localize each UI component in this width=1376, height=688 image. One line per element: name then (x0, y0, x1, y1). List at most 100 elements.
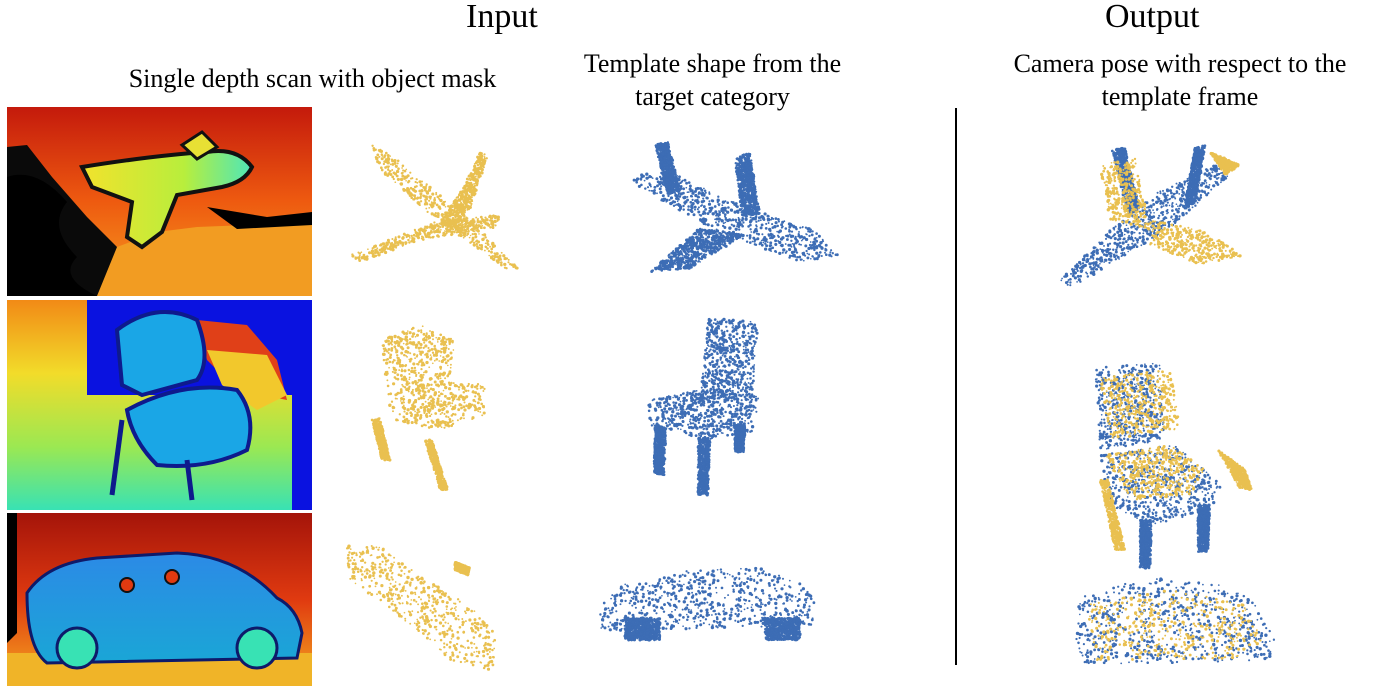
point (402, 169, 405, 172)
point (752, 236, 756, 240)
point (456, 630, 460, 634)
point (414, 357, 416, 360)
point (744, 217, 748, 221)
point (784, 243, 787, 245)
point (437, 394, 441, 398)
point (483, 226, 486, 230)
point (816, 256, 818, 259)
point (724, 200, 727, 203)
point (431, 586, 434, 588)
point (439, 355, 442, 357)
point (828, 253, 832, 257)
point (440, 228, 442, 231)
point (425, 202, 429, 206)
point (484, 242, 487, 245)
point (442, 407, 446, 410)
point (507, 261, 510, 264)
point (646, 186, 650, 189)
point (413, 240, 416, 244)
point (724, 221, 727, 224)
point (422, 337, 426, 342)
point (439, 466, 442, 469)
point (410, 240, 413, 243)
point (360, 257, 363, 260)
point (432, 454, 435, 457)
point (471, 663, 475, 667)
point (351, 567, 355, 571)
point (438, 410, 441, 413)
point (391, 162, 395, 166)
point (388, 355, 392, 360)
point (480, 248, 483, 251)
point (433, 344, 437, 348)
point (382, 434, 385, 436)
point (386, 247, 390, 250)
point (445, 632, 449, 636)
point (460, 404, 463, 407)
point (374, 430, 377, 433)
point (420, 363, 424, 367)
point (410, 577, 414, 582)
point (475, 646, 478, 650)
point (412, 198, 415, 201)
point (351, 253, 354, 256)
point (770, 236, 774, 240)
point (376, 251, 380, 255)
point (389, 155, 391, 157)
point (796, 255, 799, 259)
point (830, 249, 833, 252)
point (464, 195, 467, 199)
point (455, 384, 458, 388)
point (436, 338, 439, 341)
point (396, 177, 400, 181)
point (771, 223, 774, 226)
point (480, 172, 483, 175)
point (433, 607, 436, 611)
point (475, 655, 478, 658)
point (463, 417, 465, 420)
point (467, 384, 470, 387)
point (449, 405, 452, 407)
point (469, 181, 473, 185)
point (437, 227, 440, 230)
point (662, 198, 665, 201)
point (363, 570, 366, 573)
point (368, 574, 372, 578)
point (450, 637, 453, 640)
point (386, 379, 389, 382)
point (408, 613, 413, 617)
point (687, 208, 690, 211)
point (415, 355, 419, 358)
point (427, 451, 431, 455)
point (645, 172, 649, 176)
point (788, 243, 792, 247)
point (437, 390, 441, 394)
point (391, 343, 393, 346)
point (396, 373, 400, 377)
point (433, 639, 436, 642)
point (435, 357, 439, 361)
point (766, 214, 770, 218)
point (432, 597, 436, 601)
point (450, 204, 453, 206)
point (702, 197, 705, 200)
point (784, 251, 787, 254)
point (470, 385, 474, 389)
point (675, 184, 678, 187)
point (697, 206, 700, 209)
point (438, 614, 441, 617)
point (453, 202, 457, 205)
point (494, 215, 499, 219)
point (370, 579, 373, 582)
point (715, 218, 718, 221)
point (483, 249, 486, 252)
point (408, 378, 411, 381)
point (445, 415, 448, 418)
point (384, 166, 387, 169)
point (412, 237, 416, 241)
point (821, 239, 825, 243)
point (433, 359, 436, 362)
point (736, 225, 738, 228)
point (485, 648, 489, 652)
point (356, 570, 360, 574)
